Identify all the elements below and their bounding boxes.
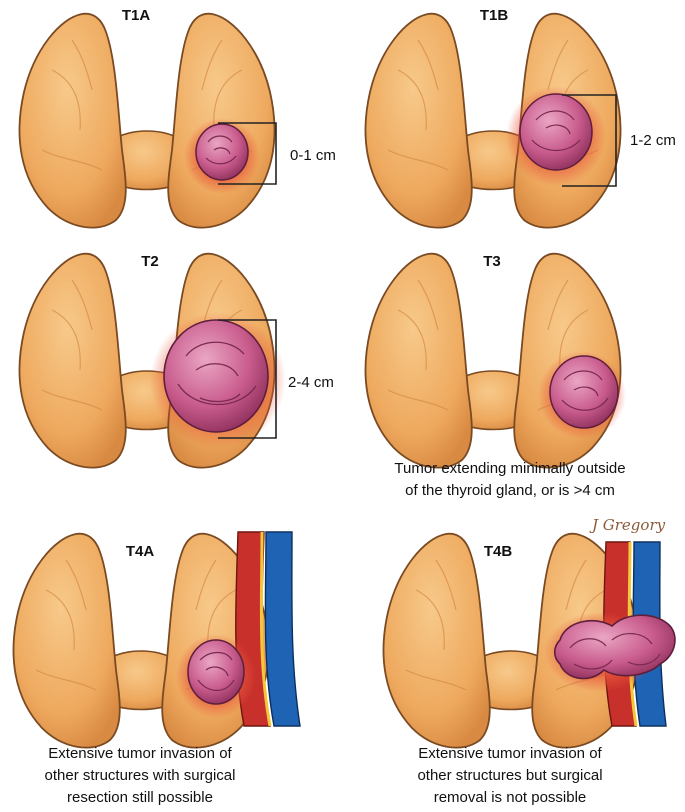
blood-vessels xyxy=(235,531,301,727)
tumor-mass xyxy=(544,612,676,692)
panel-t4a: T4A Extensive tumor invasion of other st… xyxy=(12,531,301,806)
tumor-mass xyxy=(506,86,606,186)
caption-line: other structures but surgical xyxy=(417,767,602,784)
panel-t4b: J Gregory T4B Extensive tumor invasion o… xyxy=(382,516,676,806)
panel-title: T4B xyxy=(484,543,513,560)
size-label: 2-4 cm xyxy=(288,374,334,391)
panel-title: T2 xyxy=(141,253,159,270)
size-bracket xyxy=(218,319,277,439)
size-bracket xyxy=(562,94,617,187)
size-bracket xyxy=(218,122,277,185)
caption-line: resection still possible xyxy=(67,789,213,806)
tumor-mass xyxy=(176,634,256,718)
caption-line: Extensive tumor invasion of xyxy=(48,745,232,762)
panel-title: T3 xyxy=(483,253,501,270)
size-label: 0-1 cm xyxy=(290,147,336,164)
panel-t3: T3 Tumor extending minimally outside of … xyxy=(364,252,626,499)
panel-title: T4A xyxy=(126,543,155,560)
caption-line: removal is not possible xyxy=(434,789,587,806)
size-label: 1-2 cm xyxy=(630,132,676,149)
thyroid-gland-illustration xyxy=(18,12,276,229)
panel-title: T1A xyxy=(122,7,151,24)
caption-line: other structures with surgical xyxy=(45,767,236,784)
panel-title: T1B xyxy=(480,7,509,24)
panel-t1b: T1B 1-2 cm xyxy=(364,7,676,229)
caption-line: Extensive tumor invasion of xyxy=(418,745,602,762)
tumor-mass xyxy=(538,351,626,439)
panel-t2: T2 2-4 cm xyxy=(18,252,334,469)
tumor-mass xyxy=(150,312,286,448)
artist-signature: J Gregory xyxy=(589,516,666,534)
caption-line: of the thyroid gland, or is >4 cm xyxy=(405,482,615,499)
tumor-mass xyxy=(184,118,260,194)
caption-line: Tumor extending minimally outside xyxy=(394,460,625,477)
panel-t1a: T1A 0-1 cm xyxy=(18,7,336,229)
